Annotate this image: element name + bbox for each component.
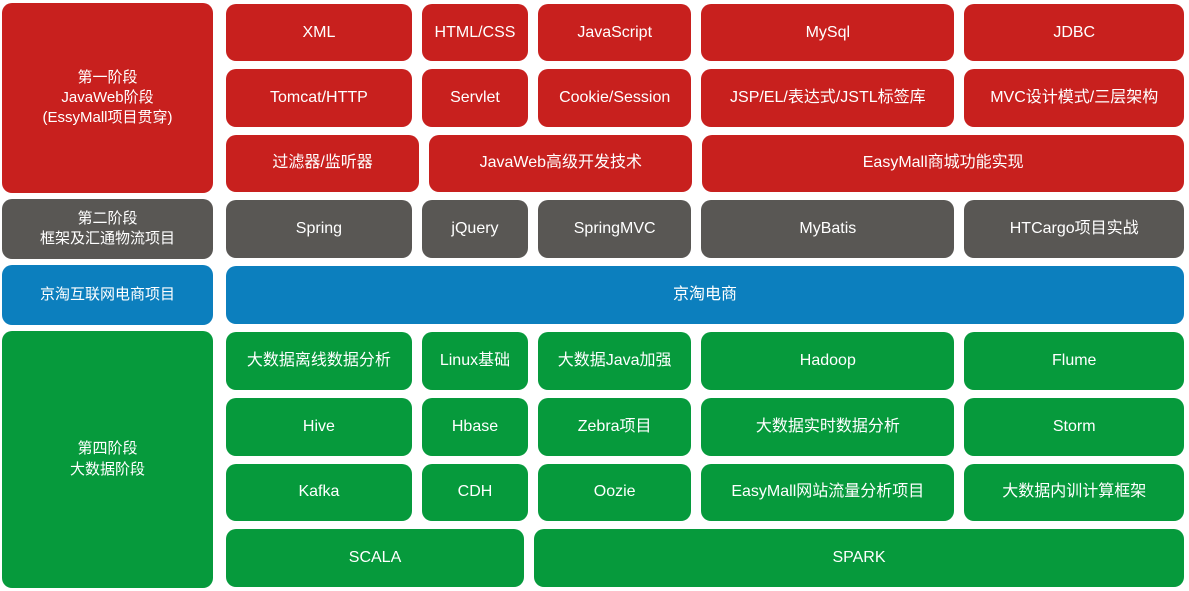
topic-card[interactable]: HTML/CSS [421, 4, 529, 62]
stage-3-cards: 京淘电商 [221, 262, 1189, 328]
topic-card[interactable]: 大数据实时数据分析 [701, 397, 955, 456]
topic-card[interactable]: EasyMall商城功能实现 [702, 134, 1184, 192]
topic-card[interactable]: Zebra项目 [538, 397, 692, 456]
topic-card[interactable]: MVC设计模式/三层架构 [964, 69, 1184, 127]
topic-card[interactable]: Storm [964, 397, 1184, 456]
topic-card[interactable]: CDH [421, 463, 529, 522]
stage-2-label: 第二阶段 框架及汇通物流项目 [2, 199, 213, 259]
stage-4-label: 第四阶段 大数据阶段 [2, 331, 213, 588]
topic-card[interactable]: 京淘电商 [226, 266, 1184, 324]
topic-card[interactable]: HTCargo项目实战 [964, 200, 1184, 258]
topic-card[interactable]: EasyMall网站流量分析项目 [701, 463, 955, 522]
topic-card[interactable]: JavaScript [538, 4, 692, 62]
topic-card[interactable]: SpringMVC [538, 200, 692, 258]
topic-card[interactable]: 大数据离线数据分析 [226, 332, 412, 390]
topic-card[interactable]: SCALA [226, 529, 525, 587]
topic-card[interactable]: Hadoop [701, 332, 955, 390]
topic-card[interactable]: Linux基础 [421, 332, 529, 390]
topic-card[interactable]: Hbase [421, 397, 529, 456]
topic-card[interactable]: Kafka [226, 463, 412, 522]
topic-card[interactable]: Spring [226, 200, 412, 258]
topic-card[interactable]: 大数据内训计算框架 [964, 463, 1184, 522]
topic-card[interactable]: Flume [964, 332, 1184, 390]
topic-card[interactable]: MySql [701, 4, 955, 62]
topic-card[interactable]: SPARK [534, 529, 1184, 587]
topic-card[interactable]: Cookie/Session [538, 69, 692, 127]
topic-card[interactable]: Servlet [421, 69, 529, 127]
topic-card[interactable]: JSP/EL/表达式/JSTL标签库 [701, 69, 955, 127]
stage-1-label: 第一阶段 JavaWeb阶段 (EssyMall项目贯穿) [2, 3, 213, 193]
topic-card[interactable]: Hive [226, 397, 412, 456]
topic-card[interactable]: MyBatis [701, 200, 955, 258]
stage-3-label: 京淘互联网电商项目 [2, 265, 213, 325]
topic-card[interactable]: JavaWeb高级开发技术 [429, 134, 693, 192]
stage-3: 京淘互联网电商项目京淘电商 [0, 262, 1189, 328]
topic-card[interactable]: jQuery [421, 200, 529, 258]
stage-3-row-1: 京淘电商 [221, 262, 1189, 328]
topic-card[interactable]: XML [226, 4, 412, 62]
topic-card[interactable]: Tomcat/HTTP [226, 69, 412, 127]
topic-card[interactable]: 过滤器/监听器 [226, 134, 420, 192]
topic-card[interactable]: 大数据Java加强 [538, 332, 692, 390]
topic-card[interactable]: JDBC [964, 4, 1184, 62]
topic-card[interactable]: Oozie [538, 463, 692, 522]
